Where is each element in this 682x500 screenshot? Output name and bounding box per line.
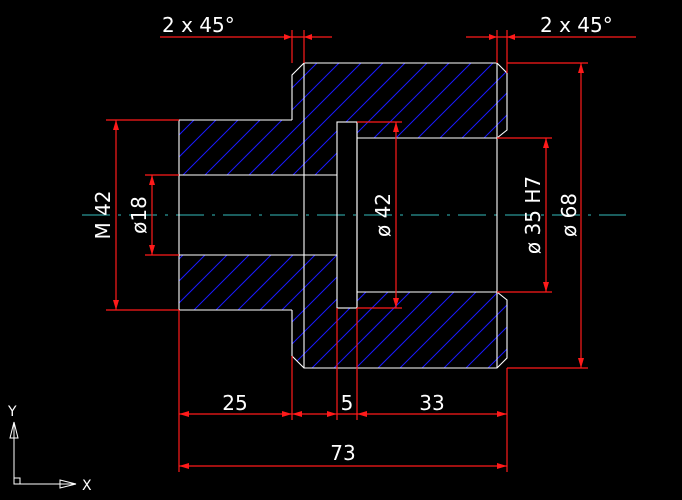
hatch-line <box>353 255 475 368</box>
section-hatch-top <box>0 60 682 180</box>
hatch-line <box>463 63 507 175</box>
hatch-line <box>441 255 507 368</box>
hatch-line <box>574 250 682 370</box>
hatch-line <box>596 60 682 180</box>
hatch-line <box>530 250 650 370</box>
hatch-line <box>552 250 672 370</box>
hatch-line <box>508 250 628 370</box>
hatch-line <box>596 250 682 370</box>
hatch-line <box>640 250 682 370</box>
hatch-line <box>179 255 233 368</box>
hatch-line <box>331 63 453 175</box>
hatch-line <box>485 255 507 368</box>
hatch-line <box>662 60 682 180</box>
hatch-line <box>265 63 387 175</box>
length-b-label: 5 <box>341 391 354 415</box>
hatch-line <box>552 60 672 180</box>
hatch-line <box>179 255 211 368</box>
hatch-line <box>331 255 453 368</box>
hatch-line <box>640 60 682 180</box>
hatch-line <box>508 60 628 180</box>
ucs-y-label: Y <box>7 404 17 420</box>
hatch-line <box>375 255 497 368</box>
hatch-line <box>530 60 650 180</box>
dimensions <box>106 30 636 472</box>
hatch-line <box>574 60 682 180</box>
ucs-icon: Y X <box>7 404 92 494</box>
hatch-line <box>662 250 682 370</box>
hatch-line <box>309 255 431 368</box>
hatch-line <box>375 63 497 175</box>
hatch-line <box>618 60 682 180</box>
chamfer-left-label: 2 x 45° <box>162 13 235 37</box>
hatch-line <box>287 255 409 368</box>
section-hatch-bottom <box>0 250 682 370</box>
hatch-line <box>463 255 507 368</box>
hatch-line <box>397 255 507 368</box>
hatch-line <box>419 255 507 368</box>
thread-label: M 42 <box>91 190 115 239</box>
hatch-line <box>287 63 409 175</box>
ucs-x-label: X <box>82 478 92 494</box>
hatch-line <box>419 63 507 175</box>
length-total-label: 73 <box>330 441 355 465</box>
hatch-line <box>618 250 682 370</box>
hatch-line <box>441 63 507 175</box>
outer-dia-label: ø 68 <box>557 193 581 237</box>
hatch-line <box>397 63 507 175</box>
bore-small-label: ø18 <box>127 196 151 234</box>
hatch-line <box>353 63 475 175</box>
bore-large-label: ø 35 H7 <box>521 176 545 254</box>
hatch-line <box>309 63 431 175</box>
bore-mid-label: ø 42 <box>371 193 395 237</box>
hatch-line <box>2 60 122 180</box>
hatch-line <box>0 250 100 370</box>
length-c-label: 33 <box>419 391 444 415</box>
hatch-line <box>2 250 122 370</box>
hatch-line <box>0 60 100 180</box>
length-a-label: 25 <box>222 391 247 415</box>
chamfer-right-label: 2 x 45° <box>540 13 613 37</box>
